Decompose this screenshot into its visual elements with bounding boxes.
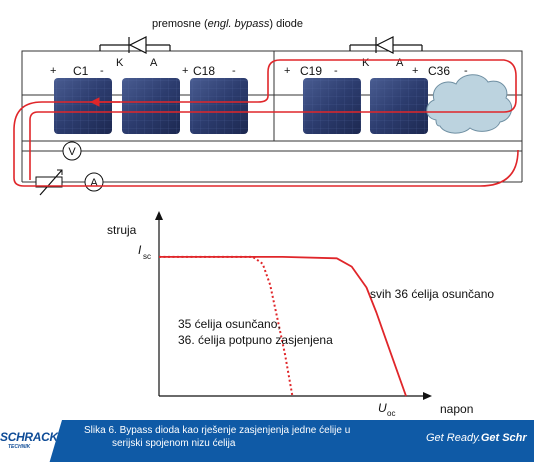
caption-line-2: serijski spojenom nizu ćelija	[112, 438, 236, 449]
series-line-2	[159, 255, 294, 397]
isc-main: I	[138, 243, 142, 257]
uoc-sub: oc	[387, 409, 395, 418]
schrack-logo: SCHRACK TECHNIK	[0, 420, 62, 462]
series-full-sun-label: svih 36 ćelija osunčano	[370, 287, 494, 301]
slogan: Get Ready.Get Schr	[426, 432, 527, 444]
voltmeter-label: V	[68, 146, 76, 158]
uoc-main: U	[378, 401, 387, 415]
c36-minus: -	[464, 65, 468, 77]
c1-label: C1	[73, 64, 89, 78]
diode2-cathode-label: K	[362, 57, 370, 69]
voltmeter-icon	[62, 141, 82, 161]
x-tick-uoc: U oc	[378, 401, 395, 418]
solar-cell	[303, 78, 361, 134]
ammeter-label: A	[90, 177, 98, 189]
iv-chart: struja napon I sc U oc svih 36 ćelija os…	[107, 211, 494, 418]
c19-label: C19	[300, 64, 322, 78]
diode2-anode-label: A	[396, 57, 404, 69]
series-layer	[159, 255, 407, 397]
c1-minus: -	[100, 65, 104, 77]
series-shaded-label-line1: 35 ćelija osunčano,	[178, 317, 281, 331]
c36-label: C36	[428, 64, 450, 78]
y-axis-label: struja	[107, 223, 137, 237]
slogan-prefix: Get Ready.	[426, 432, 481, 444]
figure: premosne (engl. bypass) diode K A	[13, 18, 523, 418]
c1-plus: +	[50, 65, 56, 77]
x-axis-label: napon	[440, 402, 473, 416]
solar-cell	[370, 78, 428, 134]
y-axis-arrow	[155, 211, 163, 220]
c18-minus: -	[232, 65, 236, 77]
c19-minus: -	[334, 65, 338, 77]
cloud-shading	[426, 74, 513, 134]
isc-sub: sc	[143, 252, 151, 261]
solar-cell	[122, 78, 180, 134]
slogan-bold: Get Schr	[480, 432, 527, 444]
c18-label: C18	[193, 64, 215, 78]
c19-plus: +	[284, 65, 290, 77]
logo-subtext: TECHNIK	[8, 444, 31, 450]
y-tick-isc: I sc	[138, 243, 151, 261]
diode1-anode-label: A	[150, 57, 158, 69]
series-shaded-label-line2: 36. ćelija potpuno zasjenjena	[178, 333, 333, 347]
solar-cell	[54, 78, 112, 134]
figure-caption: Slika 6. Bypass dioda kao rješenje zasje…	[84, 424, 384, 450]
caption-line-1: Slika 6. Bypass dioda kao rješenje zasje…	[84, 425, 351, 436]
c18-plus: +	[182, 65, 188, 77]
solar-cell	[190, 78, 248, 134]
diode1-cathode-label: K	[116, 57, 124, 69]
c36-plus: +	[412, 65, 418, 77]
footer-bar: SCHRACK TECHNIK Slika 6. Bypass dioda ka…	[0, 420, 534, 462]
current-path	[13, 59, 519, 187]
bypass-diode-2	[349, 36, 423, 54]
circuit-diagram: premosne (engl. bypass) diode K A	[13, 18, 523, 196]
bypass-diode-1	[99, 36, 171, 54]
variable-resistor-icon	[35, 169, 63, 196]
x-axis-arrow	[423, 392, 432, 400]
diagram-title: premosne (engl. bypass) diode	[152, 18, 303, 30]
series-line-1	[159, 255, 407, 397]
logo-text: SCHRACK	[0, 430, 58, 444]
